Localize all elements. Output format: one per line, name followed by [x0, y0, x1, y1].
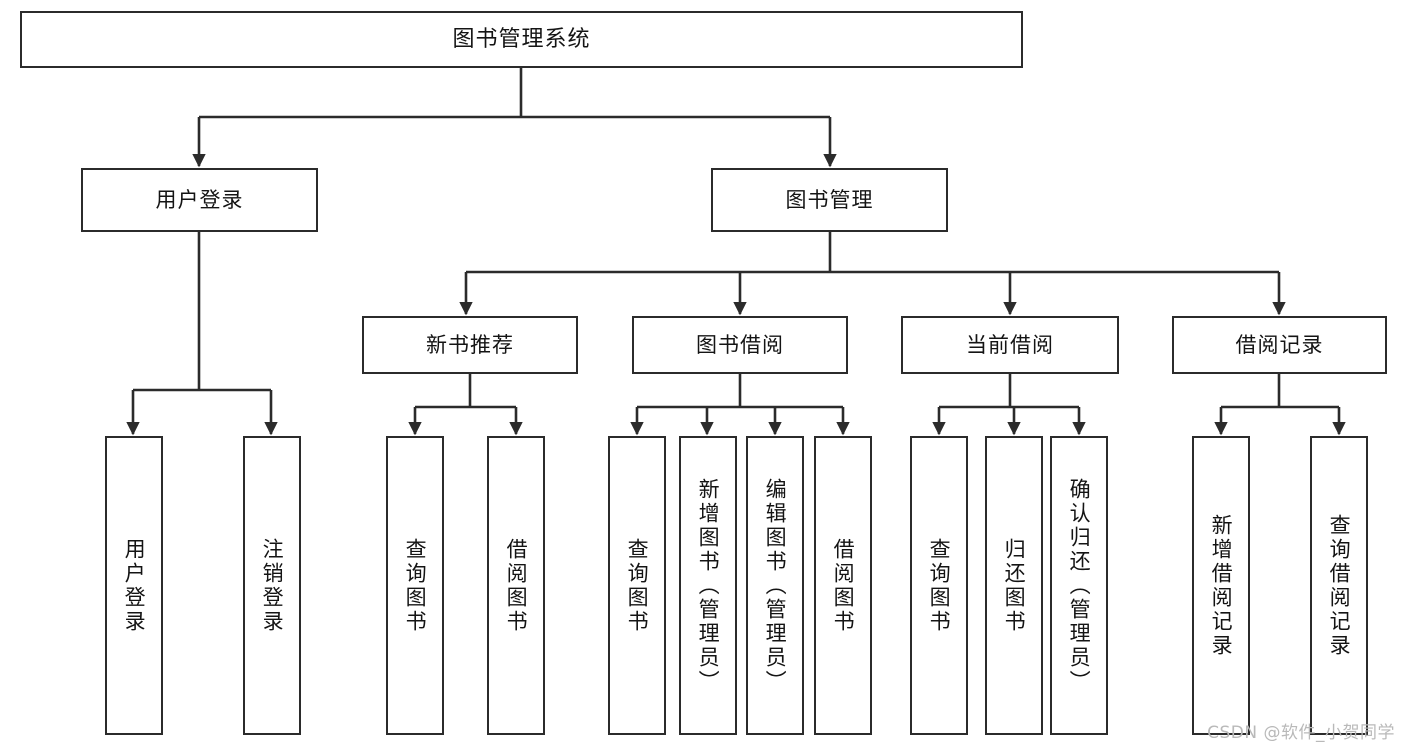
node-new-book-recommend[interactable]: 新书推荐: [362, 316, 578, 374]
node-label: 查询图书: [403, 537, 428, 634]
leaf-logout[interactable]: 注销登录: [243, 436, 301, 735]
node-book-manage[interactable]: 图书管理: [711, 168, 948, 232]
leaf-borrow-book-recommend[interactable]: 借阅图书: [487, 436, 545, 735]
leaf-query-borrow-record[interactable]: 查询借阅记录: [1310, 436, 1368, 735]
node-label: 查询图书: [625, 537, 650, 634]
node-label: 归还图书: [1002, 537, 1027, 634]
leaf-query-book-borrow[interactable]: 查询图书: [608, 436, 666, 735]
node-borrow-record[interactable]: 借阅记录: [1172, 316, 1387, 374]
node-user-login[interactable]: 用户登录: [81, 168, 318, 232]
node-label: 注销登录: [260, 537, 285, 634]
leaf-query-book-recommend[interactable]: 查询图书: [386, 436, 444, 735]
node-label: 新增借阅记录: [1209, 513, 1234, 658]
node-label: 图书借阅: [696, 332, 784, 357]
leaf-borrow-book[interactable]: 借阅图书: [814, 436, 872, 735]
node-label: 借阅图书: [831, 537, 856, 634]
node-root[interactable]: 图书管理系统: [20, 11, 1023, 68]
leaf-query-book-current[interactable]: 查询图书: [910, 436, 968, 735]
node-label: 新增图书（管理员）: [696, 477, 721, 694]
node-book-borrow[interactable]: 图书借阅: [632, 316, 848, 374]
node-label: 图书管理系统: [452, 26, 591, 52]
watermark: CSDN @软件_小贺同学: [1207, 723, 1395, 743]
node-label: 新书推荐: [426, 332, 514, 357]
node-current-borrow[interactable]: 当前借阅: [901, 316, 1119, 374]
node-label: 用户登录: [155, 187, 244, 212]
node-label: 编辑图书（管理员）: [763, 477, 788, 694]
node-label: 借阅记录: [1235, 332, 1324, 357]
node-label: 当前借阅: [966, 332, 1054, 357]
leaf-add-borrow-record[interactable]: 新增借阅记录: [1192, 436, 1250, 735]
node-label: 查询借阅记录: [1327, 513, 1352, 658]
leaf-edit-book-admin[interactable]: 编辑图书（管理员）: [746, 436, 804, 735]
node-label: 图书管理: [785, 187, 874, 212]
leaf-confirm-return-admin[interactable]: 确认归还（管理员）: [1050, 436, 1108, 735]
node-label: 用户登录: [122, 537, 147, 634]
node-label: 借阅图书: [504, 537, 529, 634]
leaf-add-book-admin[interactable]: 新增图书（管理员）: [679, 436, 737, 735]
node-label: 查询图书: [927, 537, 952, 634]
leaf-user-login[interactable]: 用户登录: [105, 436, 163, 735]
node-label: 确认归还（管理员）: [1067, 477, 1092, 694]
leaf-return-book[interactable]: 归还图书: [985, 436, 1043, 735]
